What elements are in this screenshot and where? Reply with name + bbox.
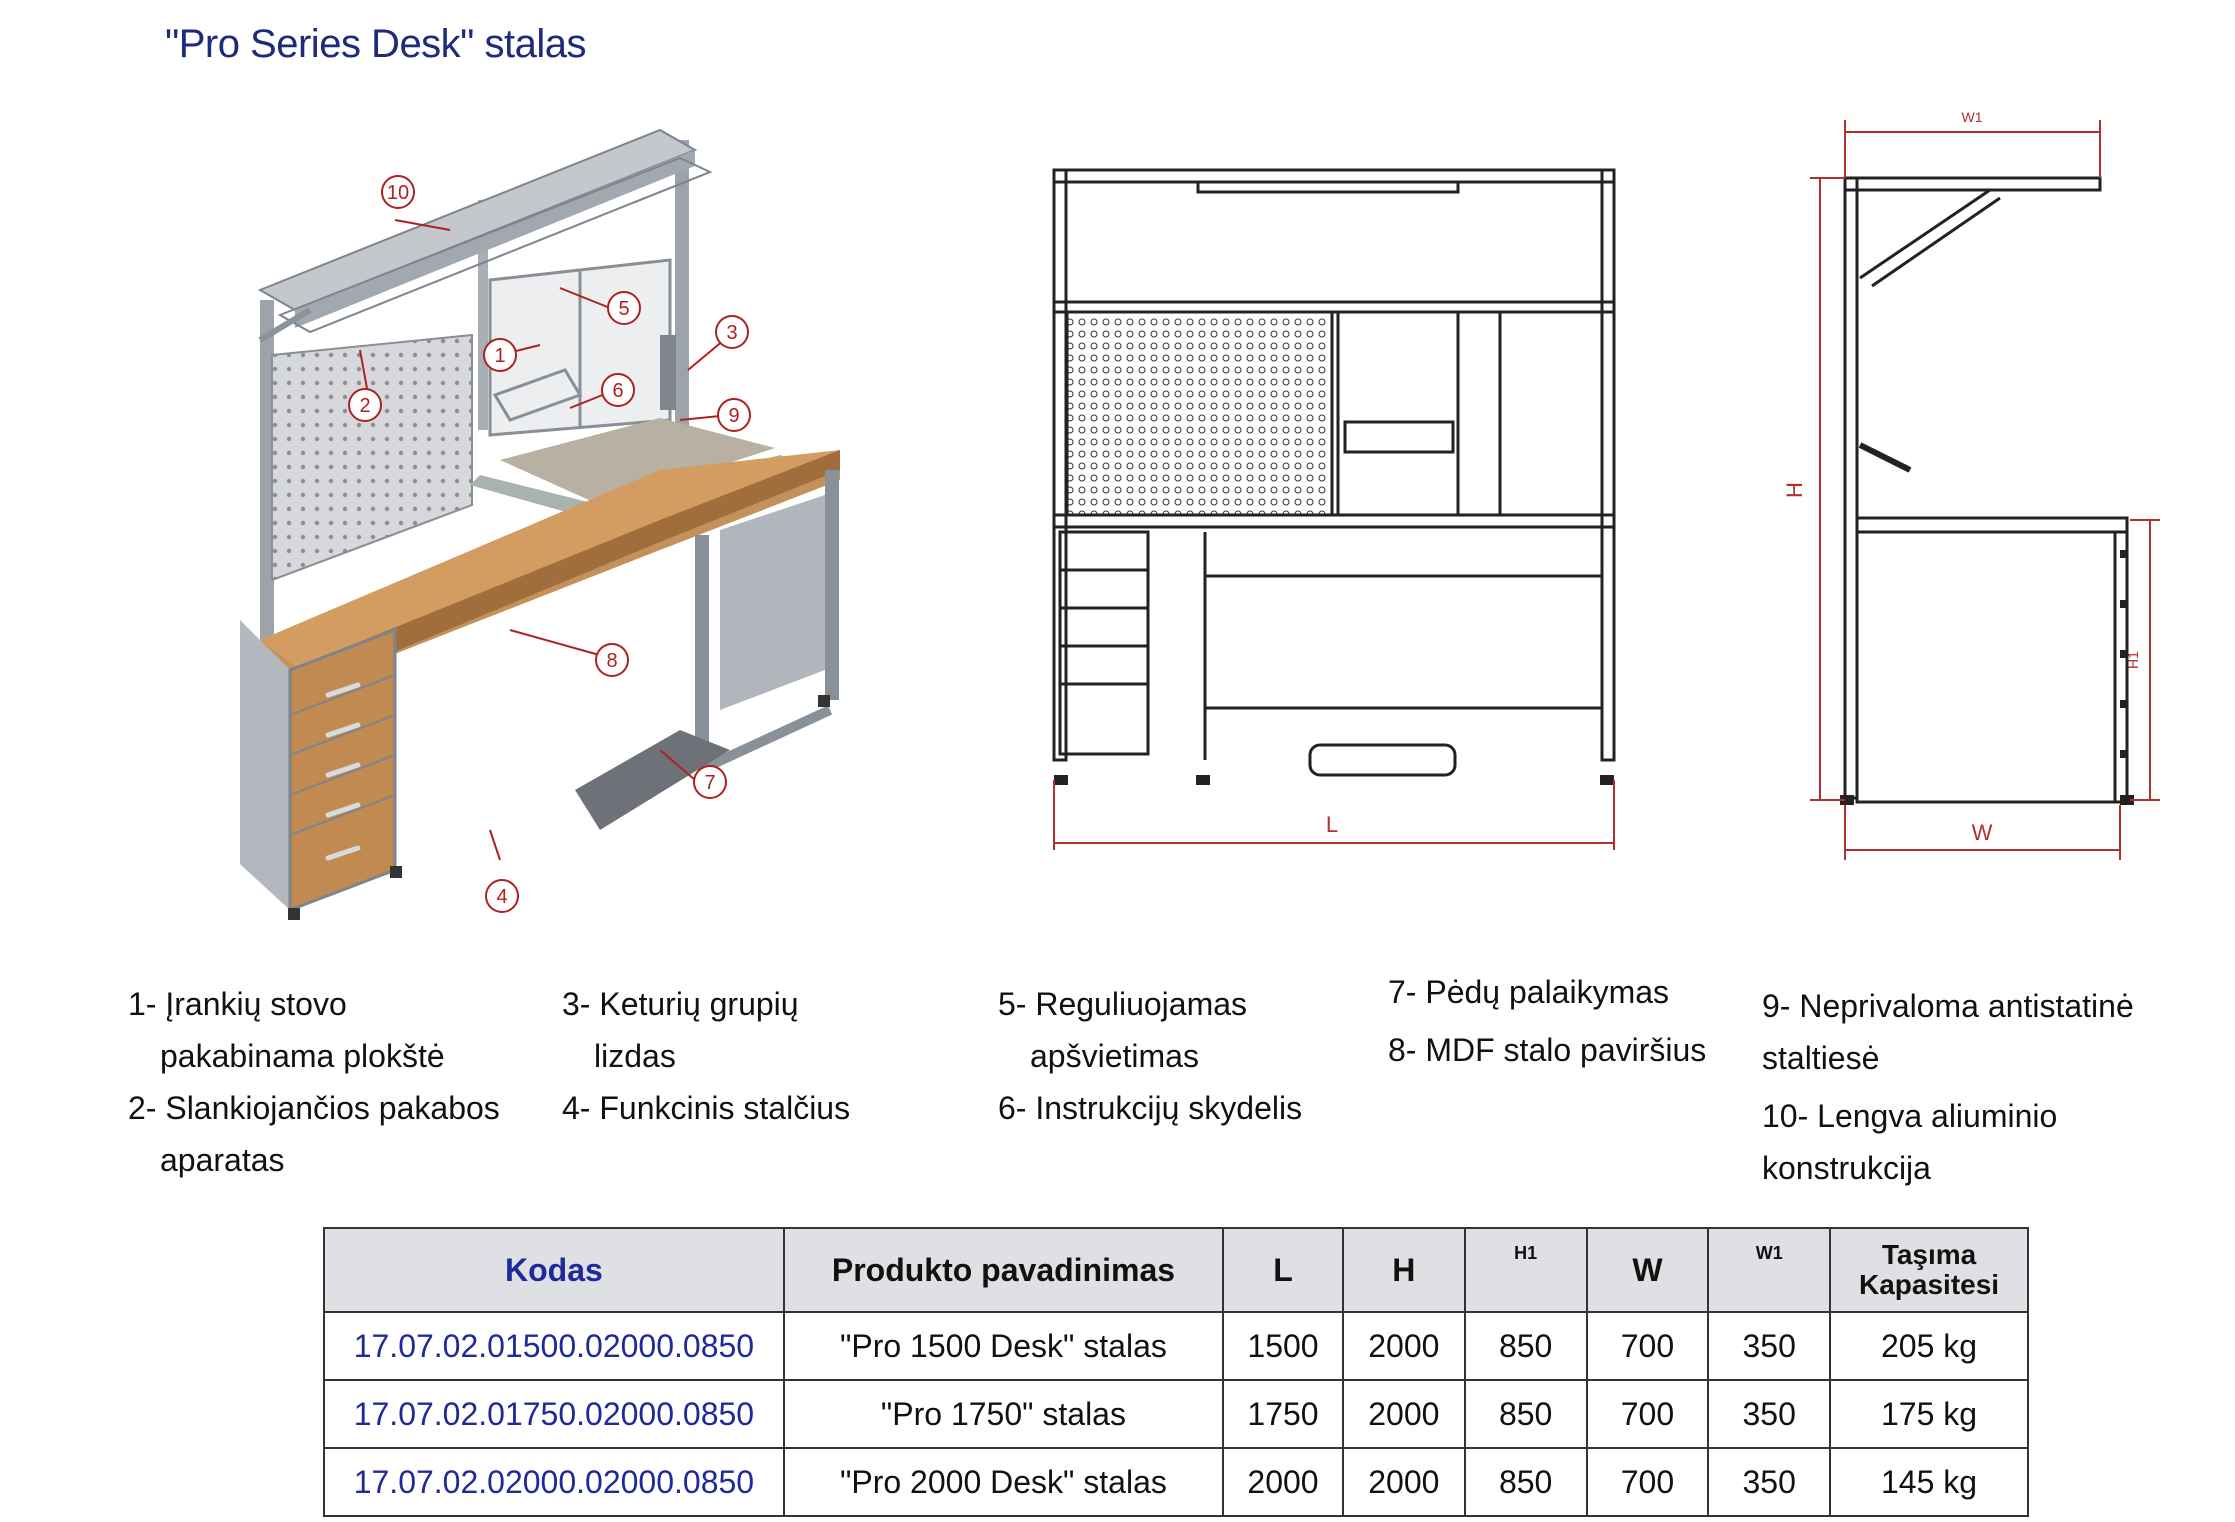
legend-item-2: 2- Slankiojančios pakabos xyxy=(128,1090,500,1126)
cell-W1: 350 xyxy=(1707,1379,1832,1449)
product-spec-table: Kodas Produkto pavadinimas L H H1 W W1 T… xyxy=(323,1227,2029,1517)
legend-item-5-cont: apšvietimas xyxy=(1030,1038,1199,1074)
callout-6: 6 xyxy=(612,380,623,402)
cell-capacity: 145 kg xyxy=(1829,1447,2029,1517)
cell-H: 2000 xyxy=(1341,1447,1466,1517)
header-W: W xyxy=(1585,1227,1710,1313)
legend-col-3: 5- Reguliuojamas apšvietimas 6- Instrukc… xyxy=(998,978,1302,1134)
callout-10: 10 xyxy=(387,182,409,204)
cell-W1: 350 xyxy=(1707,1311,1832,1381)
cell-code: 17.07.02.01500.02000.0850 xyxy=(323,1311,785,1381)
legend-item-1: 1- Įrankių stovo xyxy=(128,986,347,1022)
header-capacity-line1: Taşıma xyxy=(1881,1239,1977,1270)
callout-2: 2 xyxy=(359,395,370,417)
callout-4: 4 xyxy=(496,886,507,908)
callout-9: 9 xyxy=(728,405,739,427)
cell-capacity: 175 kg xyxy=(1829,1379,2029,1449)
legend-item-1-cont: pakabinama plokštė xyxy=(160,1038,445,1074)
legend-item-7: 7- Pėdų palaikymas xyxy=(1388,974,1670,1010)
callout-3: 3 xyxy=(726,322,737,344)
header-capacity-line2: Kapasitesi xyxy=(1859,1269,2000,1300)
legend-item-10: 10- Lengva aliuminio konstrukcija xyxy=(1762,1098,2058,1186)
legend-col-1: 1- Įrankių stovo pakabinama plokštė 2- S… xyxy=(128,978,500,1186)
legend-item-9: 9- Neprivaloma antistatinė staltiesė xyxy=(1762,988,2134,1076)
table-row: 17.07.02.01750.02000.0850 "Pro 1750" sta… xyxy=(323,1379,2029,1449)
legend-item-5: 5- Reguliuojamas xyxy=(998,986,1248,1022)
desk-3d-illustration: 10 1 2 3 5 6 9 8 7 4 xyxy=(240,128,840,920)
dim-H: H xyxy=(1782,482,1807,498)
cell-H1: 850 xyxy=(1463,1311,1588,1381)
cell-code: 17.07.02.01750.02000.0850 xyxy=(323,1379,785,1449)
table-header-row: Kodas Produkto pavadinimas L H H1 W W1 T… xyxy=(323,1227,2029,1313)
dim-W: W xyxy=(1972,820,1993,845)
header-H: H xyxy=(1341,1227,1466,1313)
cell-code: 17.07.02.02000.02000.0850 xyxy=(323,1447,785,1517)
dim-W1: W1 xyxy=(1962,109,1983,125)
legend-item-2-cont: aparatas xyxy=(160,1142,285,1178)
front-view-drawing: L xyxy=(1052,168,1616,850)
header-H1: H1 xyxy=(1463,1227,1588,1313)
side-view-drawing: W1 H H1 W xyxy=(1782,109,2160,860)
header-W1: W1 xyxy=(1707,1227,1832,1313)
dim-L: L xyxy=(1326,812,1338,837)
cell-capacity: 205 kg xyxy=(1829,1311,2029,1381)
dim-H1: H1 xyxy=(2125,651,2141,669)
cell-H1: 850 xyxy=(1463,1447,1588,1517)
header-L: L xyxy=(1222,1227,1344,1313)
cell-name: "Pro 1500 Desk" stalas xyxy=(782,1311,1225,1381)
legend-col-4: 7- Pėdų palaikymas 8- MDF stalo paviršiu… xyxy=(1388,966,1706,1076)
cell-L: 2000 xyxy=(1222,1447,1344,1517)
legend-item-8: 8- MDF stalo paviršius xyxy=(1388,1032,1707,1068)
cell-H: 2000 xyxy=(1341,1311,1466,1381)
legend-col-2: 3- Keturių grupių lizdas 4- Funkcinis st… xyxy=(562,978,850,1134)
legend-item-3-cont: lizdas xyxy=(594,1038,676,1074)
cell-W1: 350 xyxy=(1707,1447,1832,1517)
callout-1: 1 xyxy=(494,345,505,367)
header-product-name: Produkto pavadinimas xyxy=(782,1227,1225,1313)
cell-name: "Pro 2000 Desk" stalas xyxy=(782,1447,1225,1517)
callout-7: 7 xyxy=(704,772,715,794)
legend-item-3: 3- Keturių grupių xyxy=(562,986,799,1022)
cell-L: 1750 xyxy=(1222,1379,1344,1449)
header-capacity: Taşıma Kapasitesi xyxy=(1829,1227,2029,1313)
legend-item-4: 4- Funkcinis stalčius xyxy=(562,1090,851,1126)
cell-H1: 850 xyxy=(1463,1379,1588,1449)
legend-item-6: 6- Instrukcijų skydelis xyxy=(998,1090,1303,1126)
callout-5: 5 xyxy=(618,298,629,320)
table-row: 17.07.02.02000.02000.0850 "Pro 2000 Desk… xyxy=(323,1447,2029,1517)
cell-L: 1500 xyxy=(1222,1311,1344,1381)
cell-name: "Pro 1750" stalas xyxy=(782,1379,1225,1449)
cell-W: 700 xyxy=(1585,1379,1710,1449)
cell-W: 700 xyxy=(1585,1311,1710,1381)
header-kodas: Kodas xyxy=(323,1227,785,1313)
callout-8: 8 xyxy=(606,650,617,672)
table-row: 17.07.02.01500.02000.0850 "Pro 1500 Desk… xyxy=(323,1311,2029,1381)
cell-H: 2000 xyxy=(1341,1379,1466,1449)
page-title: "Pro Series Desk" stalas xyxy=(165,22,587,66)
legend-col-5: 9- Neprivaloma antistatinė staltiesė 10-… xyxy=(1762,980,2235,1194)
cell-W: 700 xyxy=(1585,1447,1710,1517)
